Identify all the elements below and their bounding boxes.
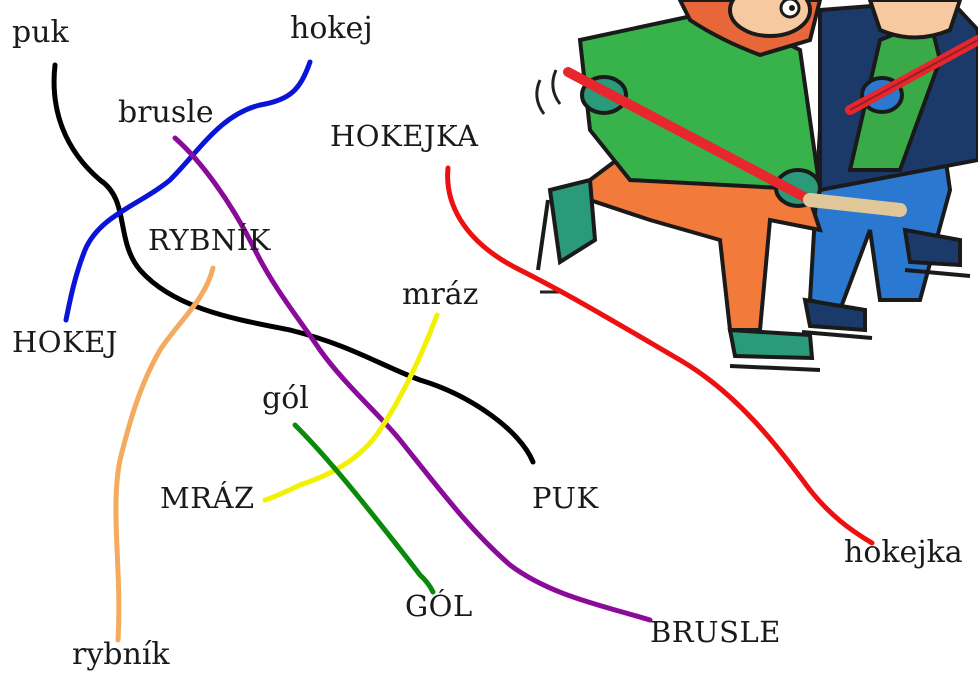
word-rybnik: rybník [72, 637, 170, 672]
word-brusle-caps: BRUSLE [650, 615, 781, 649]
line-puk [51, 62, 536, 465]
word-hokej: hokej [290, 11, 373, 46]
word-gol: gól [262, 381, 309, 416]
line-hokej [63, 59, 313, 323]
word-mraz: mráz [402, 277, 479, 312]
line-brusle [172, 135, 653, 623]
line-rybnik [113, 265, 216, 643]
word-hokejka: hokejka [844, 535, 963, 570]
word-puk: puk [12, 15, 69, 50]
word-hokej-caps: HOKEJ [12, 325, 119, 359]
line-hokejka [445, 165, 875, 546]
word-hokejka-caps: HOKEJKA [330, 119, 479, 153]
line-mraz [262, 312, 440, 503]
word-gol-caps: GÓL [405, 589, 473, 623]
hockey-kids-skating-illustration [535, 0, 978, 372]
word-puk-caps: PUK [532, 481, 599, 515]
word-mraz-caps: MRÁZ [160, 481, 255, 515]
word-rybnik-caps: RYBNÍK [148, 223, 271, 257]
word-brusle: brusle [118, 95, 214, 130]
line-gol [292, 422, 436, 595]
